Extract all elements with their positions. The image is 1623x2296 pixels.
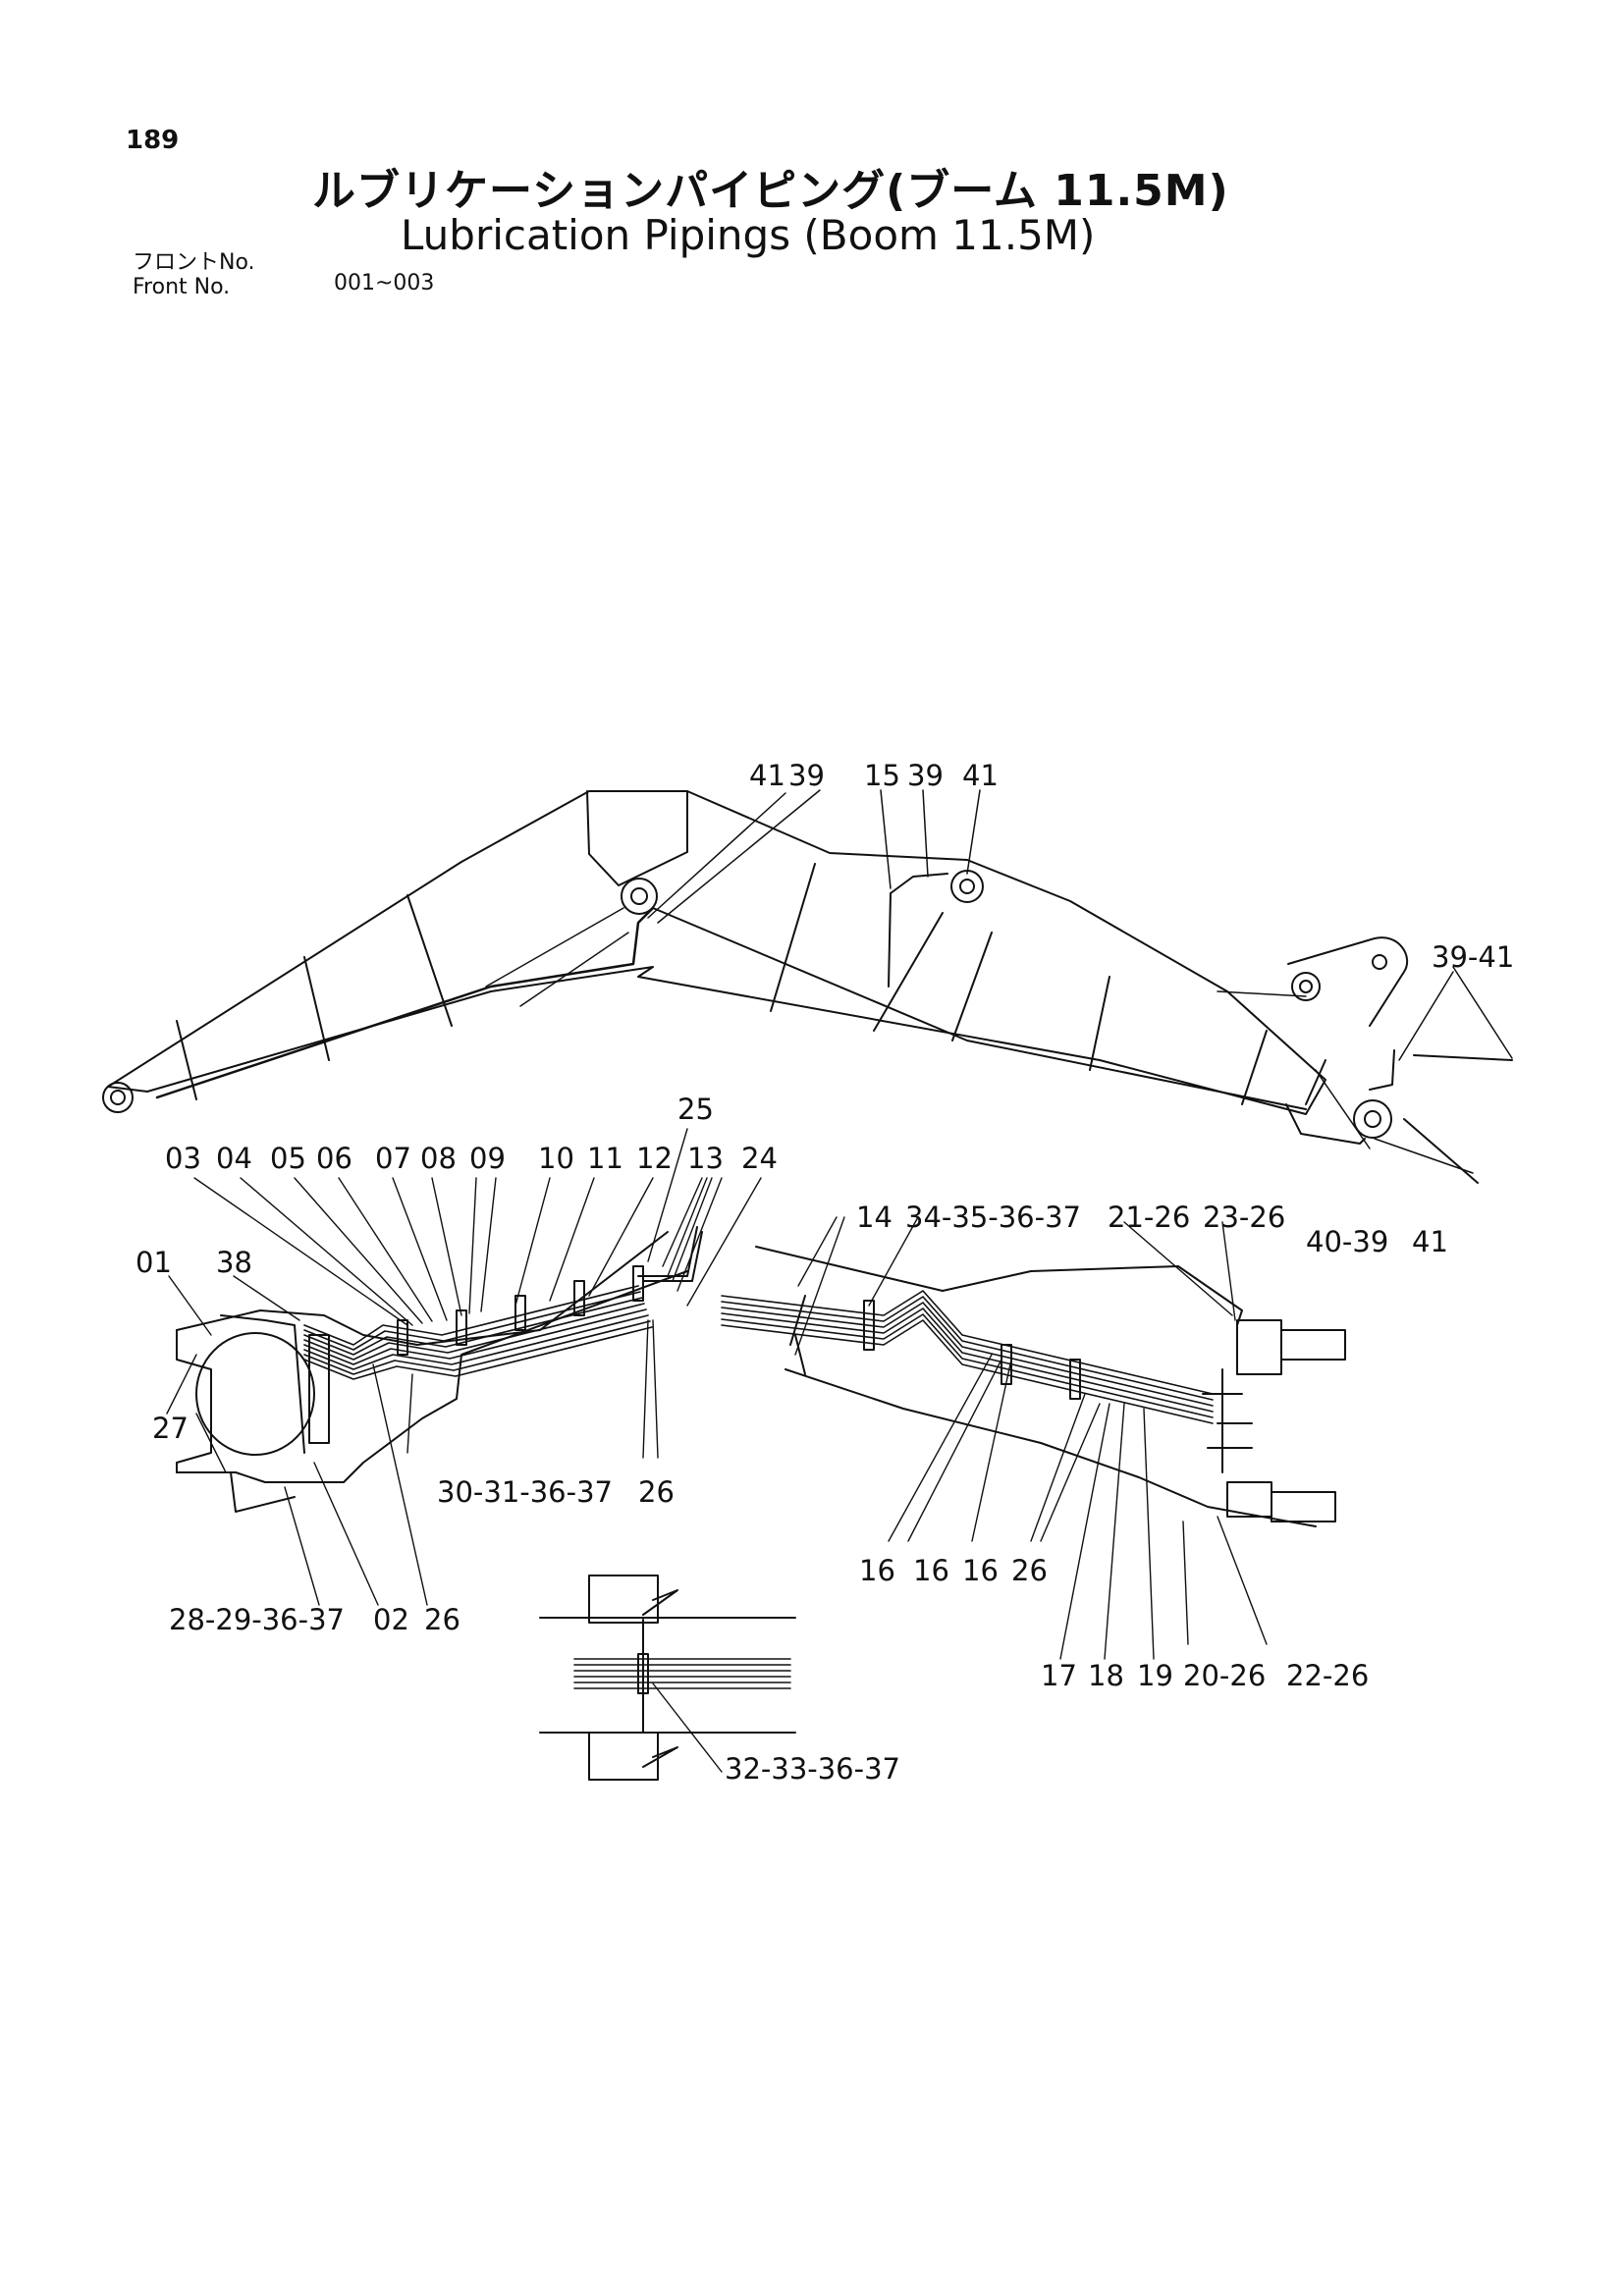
front-number-label-japanese: フロントNo. [133, 250, 255, 275]
boom-outline [107, 790, 1326, 1115]
part-label: 15 [864, 759, 900, 792]
cross-section-detail [539, 1575, 796, 1781]
part-label: 01 [135, 1246, 172, 1279]
part-label: 28-29-36-37 [169, 1603, 345, 1636]
tip-frame-upper [755, 1246, 1243, 1326]
foot-boss [195, 1332, 315, 1456]
part-label: 11 [587, 1142, 623, 1175]
tip-pipe-bundle [721, 1290, 1214, 1424]
part-label: 14 [856, 1201, 893, 1234]
part-label: 04 [216, 1142, 252, 1175]
part-label: 34-35-36-37 [905, 1201, 1081, 1234]
part-label: 39-41 [1432, 940, 1514, 974]
part-label: 10 [538, 1142, 574, 1175]
part-label: 24 [741, 1142, 778, 1175]
part-label: 21-26 [1108, 1201, 1190, 1234]
title-english: Lubrication Pipings (Boom 11.5M) [401, 211, 1096, 259]
tip-plan-detail [721, 1216, 1346, 1660]
boom-upper-plate [586, 790, 688, 886]
boom-cylinder-pin [950, 870, 984, 903]
boom-center-pin [621, 878, 658, 915]
part-label: 20-26 [1183, 1659, 1266, 1692]
boom-tip-bracket [1287, 936, 1409, 1027]
part-label: 38 [216, 1246, 252, 1279]
boom-tip-pin-a [1291, 972, 1321, 1001]
part-label: 32-33-36-37 [725, 1752, 900, 1786]
part-label: 26 [1011, 1554, 1048, 1587]
part-label: 39 [788, 759, 825, 792]
part-label: 19 [1137, 1659, 1173, 1692]
part-label: 41 [1412, 1225, 1448, 1258]
part-label: 13 [687, 1142, 724, 1175]
part-label: 18 [1088, 1659, 1124, 1692]
part-label: 12 [636, 1142, 673, 1175]
part-label: 41 [749, 759, 785, 792]
boom-side-view [102, 789, 1513, 1184]
part-label: 06 [316, 1142, 352, 1175]
part-label: 26 [424, 1603, 460, 1636]
part-label: 22-26 [1286, 1659, 1369, 1692]
part-label: 17 [1041, 1659, 1077, 1692]
part-label: 27 [152, 1412, 189, 1445]
boom-foot-pin [102, 1082, 134, 1113]
part-label: 05 [270, 1142, 306, 1175]
part-labels: 41 39 15 39 41 39-41 40-39 41 25 03 04 0… [135, 759, 1514, 1786]
part-label: 16 [962, 1554, 999, 1587]
part-label: 25 [677, 1093, 714, 1126]
front-number-label-english: Front No. [133, 275, 231, 299]
front-number-range: 001~003 [334, 271, 435, 295]
part-label: 09 [469, 1142, 506, 1175]
part-label: 30-31-36-37 [437, 1475, 613, 1509]
part-label: 39 [907, 759, 944, 792]
part-label: 07 [375, 1142, 411, 1175]
page-number: 189 [126, 126, 180, 155]
boom-tip-pin-b [1353, 1099, 1392, 1139]
tip-frame-lower [784, 1368, 1317, 1527]
part-label: 16 [859, 1554, 895, 1587]
part-label: 41 [962, 759, 999, 792]
boom-lube-pipe [155, 906, 655, 1099]
foot-pipe-bundle [303, 1285, 653, 1380]
part-label: 16 [913, 1554, 949, 1587]
cross-section-pipes [573, 1658, 791, 1689]
part-label: 40-39 [1306, 1225, 1388, 1258]
title-japanese: ルブリケーションパイピング(ブーム 11.5M) [312, 166, 1229, 216]
part-label: 02 [373, 1603, 409, 1636]
foot-plan-detail [166, 1128, 762, 1606]
part-label: 03 [165, 1142, 201, 1175]
part-label: 08 [420, 1142, 457, 1175]
part-label: 26 [638, 1475, 675, 1509]
part-label: 23-26 [1203, 1201, 1285, 1234]
